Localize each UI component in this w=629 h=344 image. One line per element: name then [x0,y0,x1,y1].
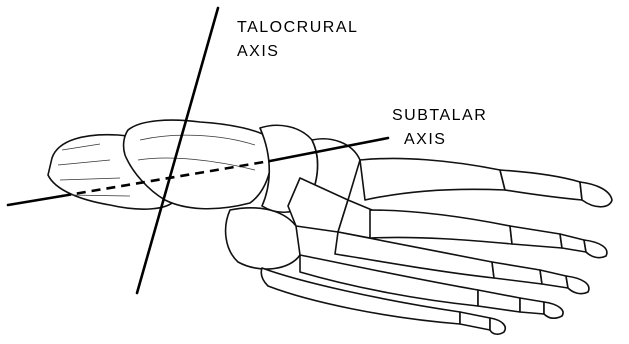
phalanx-4-middle [520,298,544,314]
phalanx-3-middle [540,270,568,288]
talocrural-label-line1: TALOCRURAL [237,19,358,36]
svg-text:AXIS: AXIS [404,131,446,148]
phalanx-4-proximal [478,290,520,312]
subtalar-axis-left-segment [8,196,62,205]
phalanx-2-proximal [510,226,562,248]
svg-text:SUBTALAR: SUBTALAR [392,107,487,124]
svg-text:AXIS: AXIS [237,43,279,60]
phalanx-hallux-distal [580,182,612,207]
metatarsal-1 [360,158,505,200]
phalanx-hallux-proximal [500,170,582,200]
talocrural-label-line2: AXIS [237,43,279,60]
phalanx-4-distal [544,302,563,318]
phalanx-2-distal [584,240,607,258]
cuboid-bone [226,208,300,269]
svg-text:TALOCRURAL: TALOCRURAL [237,19,358,36]
foot-skeleton [48,120,612,334]
subtalar-label-line1: SUBTALAR [392,107,487,124]
phalanx-5-distal [490,318,505,334]
phalanx-2-middle [560,234,586,252]
phalanx-3-distal [566,276,589,294]
phalanx-3-proximal [492,262,542,284]
phalanx-5-proximal [460,312,490,330]
subtalar-label-line2: AXIS [404,131,446,148]
metatarsal-2 [370,210,512,244]
